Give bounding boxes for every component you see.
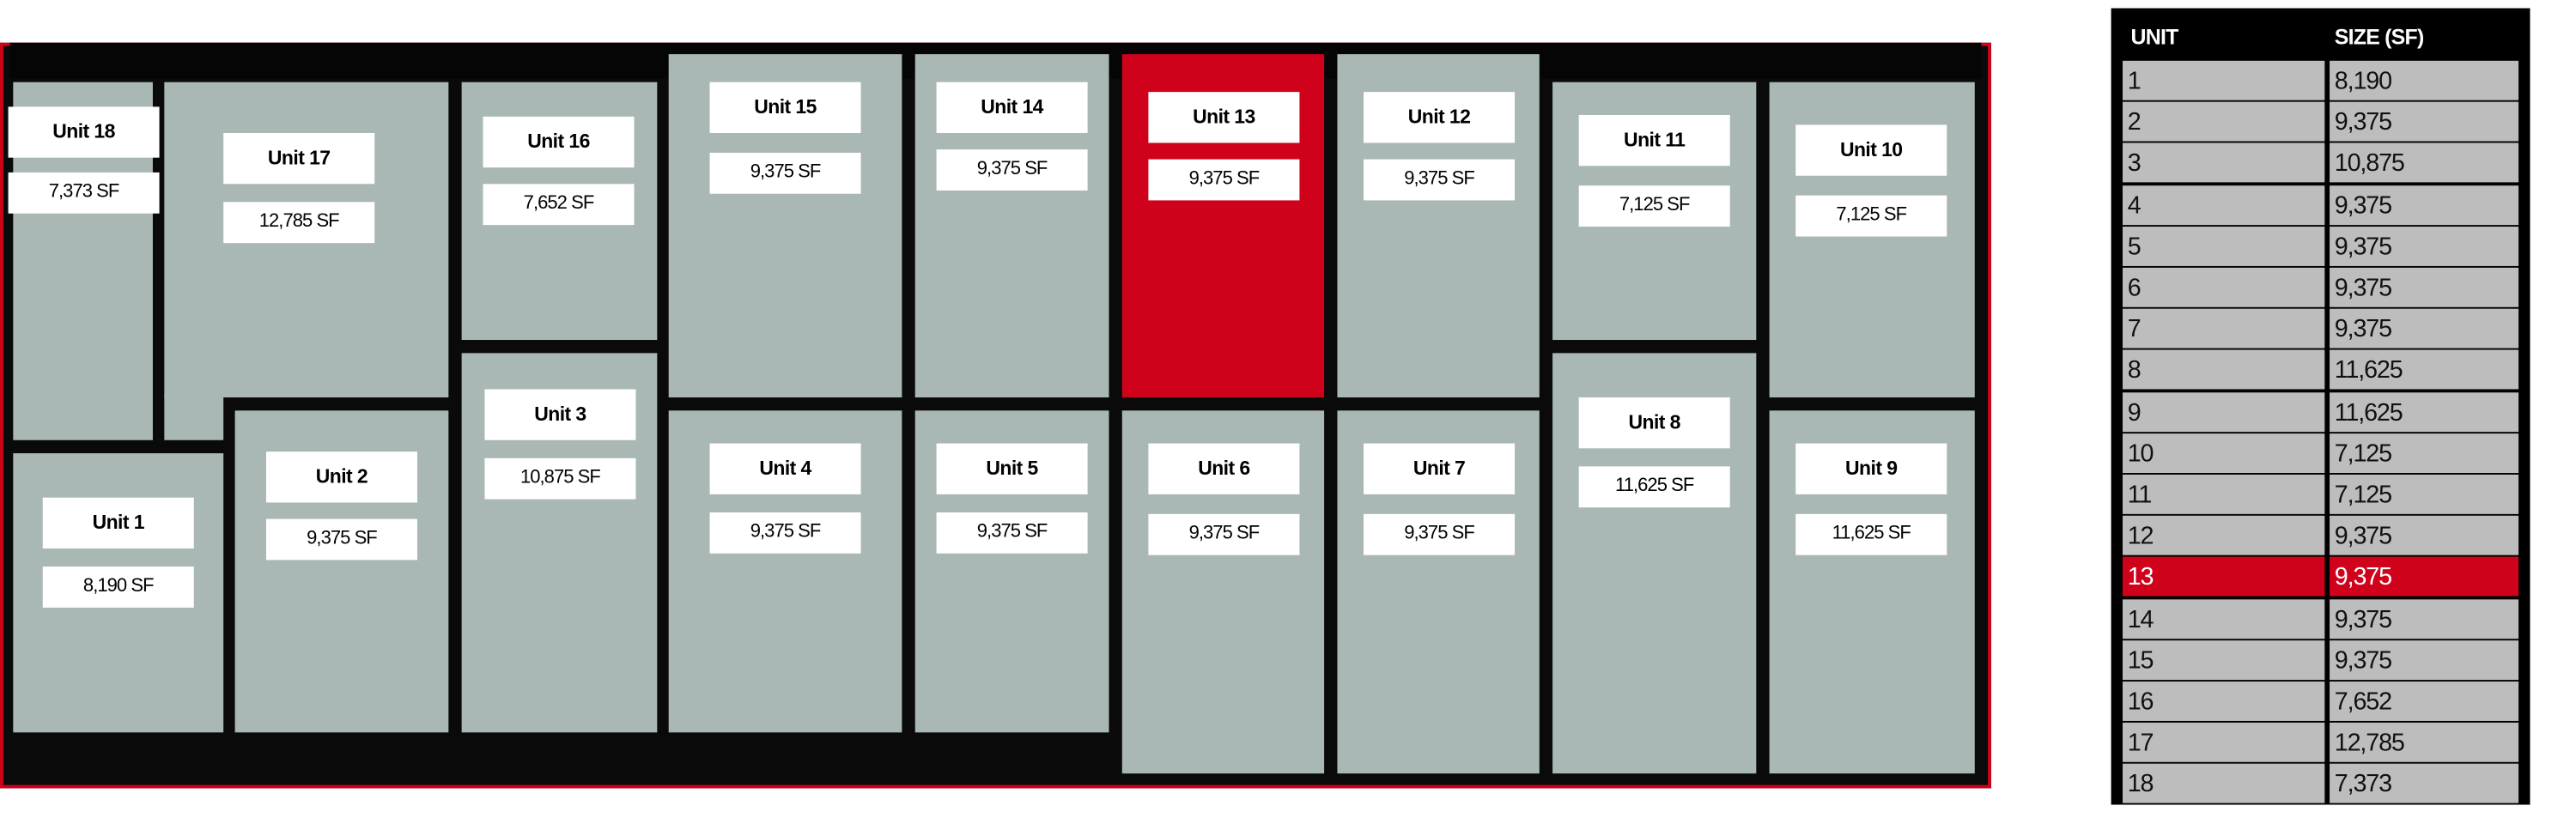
unit-cell: 18 <box>2122 764 2325 804</box>
size-cell: 9,375 <box>2330 516 2519 556</box>
unit-size-label: 9,375 SF <box>936 512 1088 554</box>
unit-name-label: Unit 11 <box>1578 114 1730 167</box>
unit-size-label: 7,652 SF <box>483 184 635 226</box>
unit-cell: 8 <box>2122 350 2325 391</box>
unit-name-label: Unit 13 <box>1148 92 1300 143</box>
table-header-size: SIZE (SF) <box>2334 24 2424 50</box>
size-cell: 9,375 <box>2330 267 2519 307</box>
size-cell: 9,375 <box>2330 639 2519 680</box>
size-cell: 9,375 <box>2330 101 2519 142</box>
unit-name-label: Unit 12 <box>1364 92 1516 143</box>
unit-size-label: 9,375 SF <box>936 149 1088 191</box>
table-header-unit: UNIT <box>2130 24 2179 50</box>
unit-name-label: Unit 7 <box>1364 443 1516 494</box>
unit-size-label: 12,785 SF <box>223 202 375 244</box>
unit-size-label: 7,125 SF <box>1795 195 1947 237</box>
unit-cell: 15 <box>2122 639 2325 680</box>
unit-cell: 10 <box>2122 433 2325 473</box>
unit-name-label: Unit 16 <box>483 116 635 168</box>
unit-name-label: Unit 10 <box>1795 124 1947 176</box>
unit-cell: 12 <box>2122 516 2325 556</box>
unit-name-label: Unit 2 <box>265 451 417 503</box>
unit-cell: 7 <box>2122 309 2325 348</box>
unit-name-label: Unit 15 <box>709 82 861 133</box>
unit-cell: 14 <box>2122 598 2325 639</box>
size-cell: 11,625 <box>2330 350 2519 391</box>
unit-name-label: Unit 14 <box>936 82 1088 133</box>
unit-size-label: 11,625 SF <box>1578 466 1730 508</box>
unit-cell: 9 <box>2122 391 2325 432</box>
unit-size-label: 9,375 SF <box>265 518 417 560</box>
unit-cell: 3 <box>2122 143 2325 184</box>
size-cell: 9,375 <box>2330 557 2519 597</box>
unit-cell: 2 <box>2122 101 2325 142</box>
unit-size-label: 7,373 SF <box>8 172 160 214</box>
unit-name-label: Unit 1 <box>42 497 194 549</box>
unit-cell: 6 <box>2122 267 2325 307</box>
unit-size-label: 11,625 SF <box>1795 513 1947 555</box>
unit-cell: 4 <box>2122 185 2325 225</box>
size-cell: 8,190 <box>2330 60 2519 100</box>
unit-cell: 5 <box>2122 226 2325 266</box>
unit-size-label: 7,125 SF <box>1578 185 1730 227</box>
size-cell: 9,375 <box>2330 226 2519 266</box>
unit-size-label: 9,375 SF <box>1148 159 1300 201</box>
size-cell: 7,125 <box>2330 474 2519 514</box>
size-cell: 7,373 <box>2330 764 2519 804</box>
unit-cell: 17 <box>2122 723 2325 763</box>
size-cell: 9,375 <box>2330 309 2519 348</box>
size-cell: 10,875 <box>2330 143 2519 184</box>
unit-name-label: Unit 17 <box>223 132 375 185</box>
unit-name-label: Unit 6 <box>1148 443 1300 494</box>
unit-size-label: 9,375 SF <box>1148 513 1300 555</box>
unit-name-label: Unit 9 <box>1795 443 1947 494</box>
unit-size-label: 10,875 SF <box>484 457 636 500</box>
unit-name-label: Unit 3 <box>484 389 636 440</box>
unit-size-label: 9,375 SF <box>709 512 861 554</box>
size-cell: 9,375 <box>2330 598 2519 639</box>
unit-name-label: Unit 8 <box>1578 397 1730 449</box>
unit-name-label: Unit 5 <box>936 443 1088 494</box>
size-cell: 7,125 <box>2330 433 2519 473</box>
size-cell: 9,375 <box>2330 185 2519 225</box>
unit-size-label: 9,375 SF <box>709 152 861 194</box>
unit-cell: 16 <box>2122 682 2325 721</box>
unit-size-label: 9,375 SF <box>1364 513 1516 555</box>
size-cell: 11,625 <box>2330 391 2519 432</box>
size-cell: 12,785 <box>2330 723 2519 763</box>
unit-cell: 13 <box>2122 557 2325 597</box>
size-cell: 7,652 <box>2330 682 2519 721</box>
unit-area[interactable] <box>164 394 224 440</box>
unit-size-label: 8,190 SF <box>42 566 194 608</box>
unit-name-label: Unit 18 <box>8 106 160 158</box>
unit-name-label: Unit 4 <box>709 443 861 494</box>
unit-size-label: 9,375 SF <box>1364 159 1516 201</box>
unit-cell: 1 <box>2122 60 2325 100</box>
unit-cell: 11 <box>2122 474 2325 514</box>
